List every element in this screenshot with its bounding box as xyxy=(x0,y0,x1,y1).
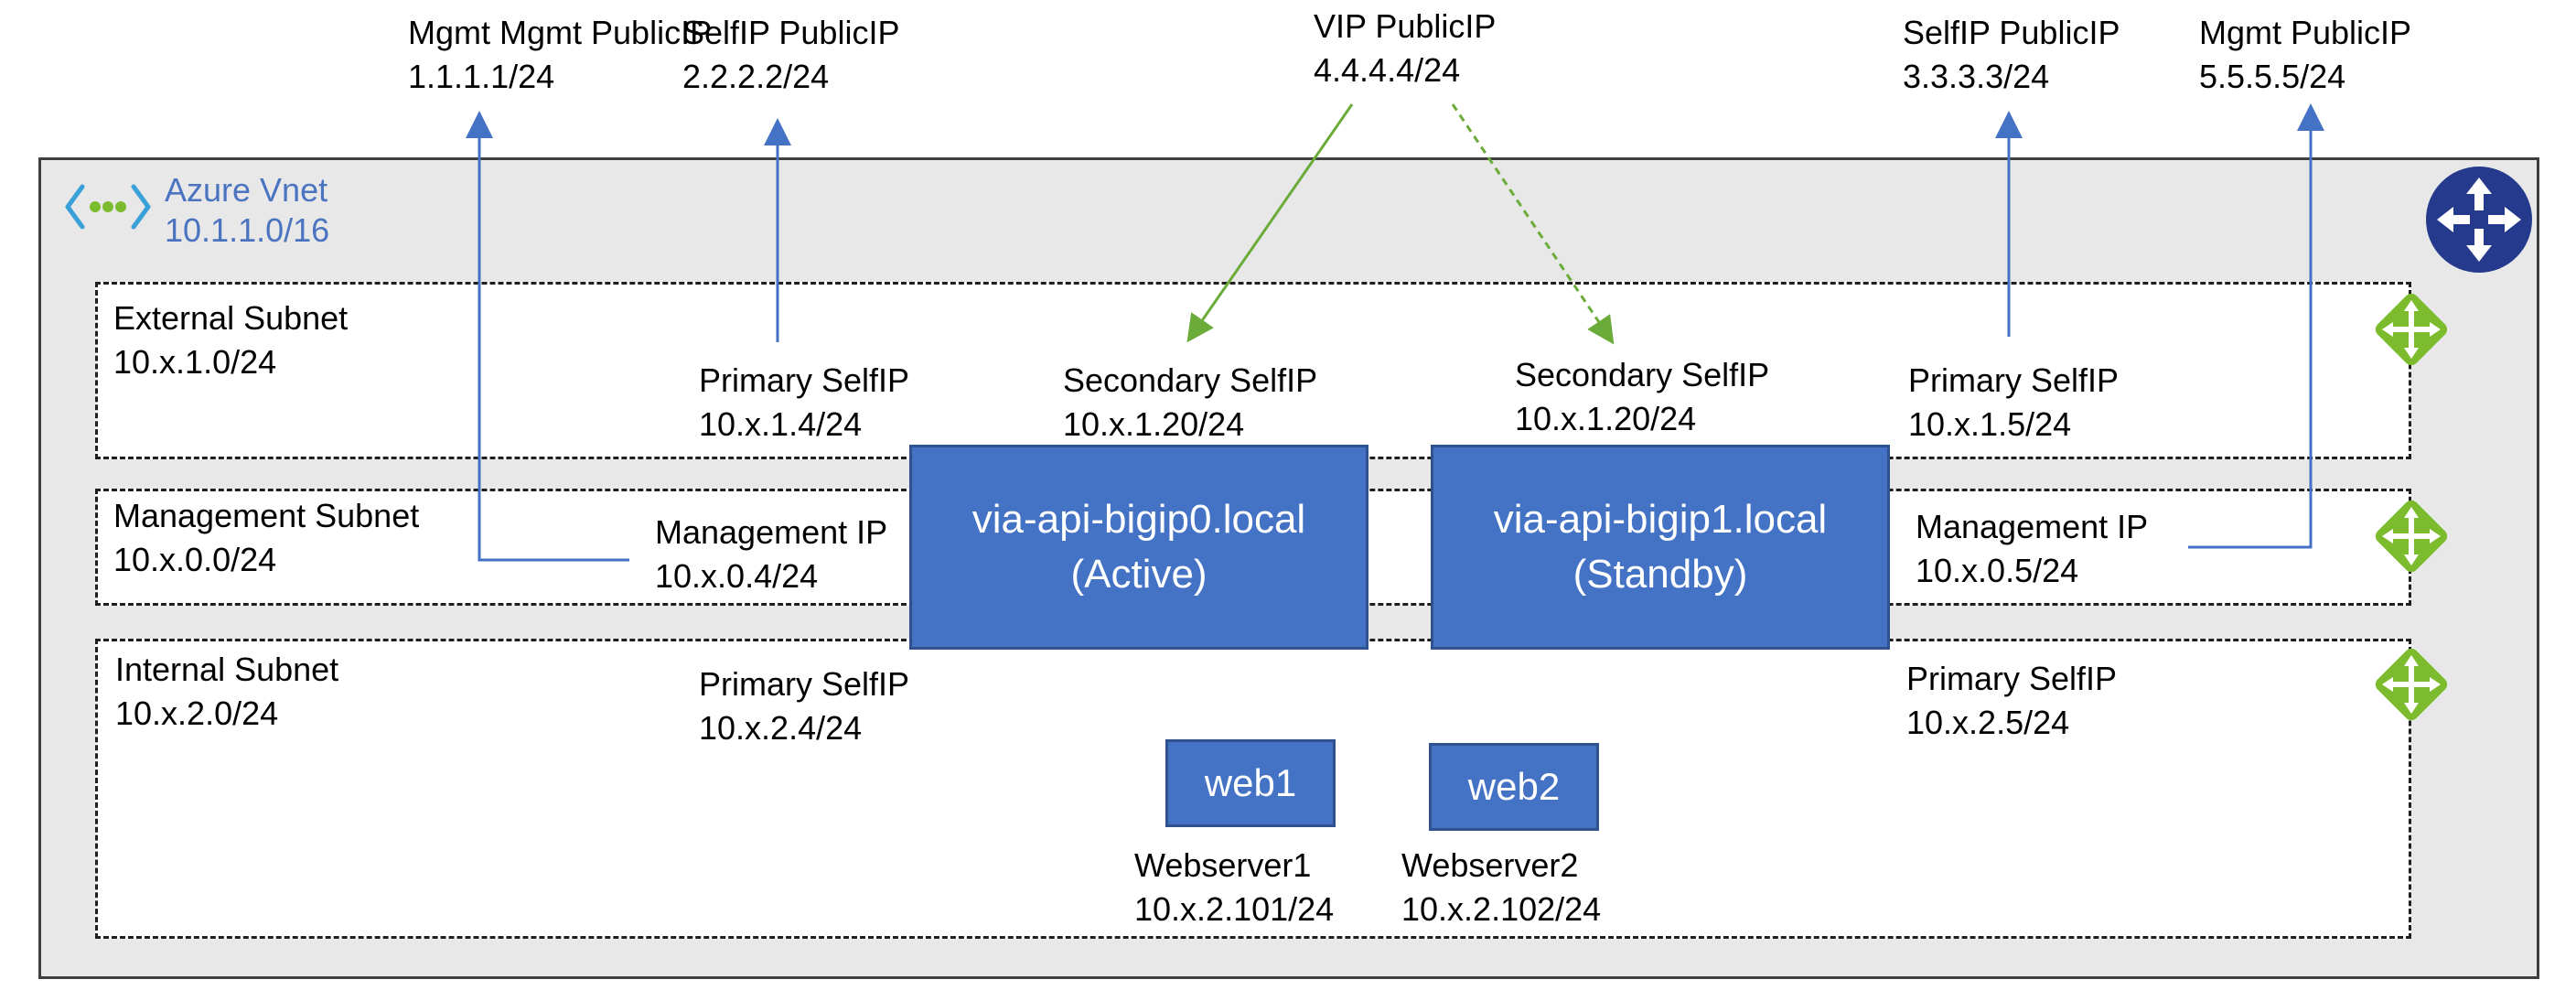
bigip1-ext-primary-ip: 10.x.1.5/24 xyxy=(1908,405,2072,443)
bigip0-state: (Active) xyxy=(1070,552,1208,597)
bigip0-int-primary-ip: 10.x.2.4/24 xyxy=(699,709,863,747)
webserver1-name: Webserver1 xyxy=(1134,846,1312,884)
bigip1-int-primary-label: Primary SelfIP xyxy=(1906,660,2118,697)
bigip0-name: via-api-bigip0.local xyxy=(971,497,1306,542)
bigip1-ext-primary-label: Primary SelfIP xyxy=(1908,361,2120,399)
bigip0-ext-primary-label: Primary SelfIP xyxy=(699,361,910,399)
bigip1-ext-secondary-ip: 10.x.1.20/24 xyxy=(1515,400,1697,437)
self0-public-ip: 2.2.2.2/24 xyxy=(682,58,830,95)
web1-label: web1 xyxy=(1204,761,1297,804)
external-subnet-cidr: 10.x.1.0/24 xyxy=(113,343,277,381)
azure-vnet-icon xyxy=(65,184,151,230)
webserver2-name: Webserver2 xyxy=(1401,846,1579,884)
bigip1-state: (Standby) xyxy=(1572,552,1748,597)
bigip0-mgmt-label: Management IP xyxy=(655,513,888,551)
webserver1-ip: 10.x.2.101/24 xyxy=(1134,890,1335,928)
bigip1-name: via-api-bigip1.local xyxy=(1493,497,1828,542)
bigip1-mgmt-label: Management IP xyxy=(1916,508,2149,545)
vip-public-ip: 4.4.4.4/24 xyxy=(1314,51,1461,89)
bigip0-int-primary-label: Primary SelfIP xyxy=(699,665,910,703)
web2-box: web2 xyxy=(1429,743,1599,831)
management-subnet-cidr: 10.x.0.0/24 xyxy=(113,541,277,578)
management-route-icon xyxy=(2375,500,2448,573)
mgmt1-public-ip-label: Mgmt PublicIP xyxy=(2199,14,2412,51)
mgmt0-public-ip: 1.1.1.1/24 xyxy=(408,58,555,95)
bigip0-ext-secondary-ip: 10.x.1.20/24 xyxy=(1063,405,1245,443)
vnet-name: Azure Vnet xyxy=(165,171,328,209)
bigip0-ext-secondary-label: Secondary SelfIP xyxy=(1063,361,1318,399)
internal-subnet-name: Internal Subnet xyxy=(115,651,339,688)
bigip0-ext-primary-ip: 10.x.1.4/24 xyxy=(699,405,863,443)
bigip1-box: via-api-bigip1.local (Standby) xyxy=(1431,445,1890,650)
external-route-icon xyxy=(2375,293,2448,366)
bigip0-mgmt-ip: 10.x.0.4/24 xyxy=(655,557,819,595)
vnet-cidr: 10.1.1.0/16 xyxy=(165,211,330,249)
self1-public-ip-label: SelfIP PublicIP xyxy=(1903,14,2120,51)
mgmt0-public-ip-label: Mgmt Mgmt PublicIP xyxy=(408,14,713,51)
router-icon xyxy=(2426,167,2532,273)
external-subnet-name: External Subnet xyxy=(113,299,349,337)
mgmt1-public-ip: 5.5.5.5/24 xyxy=(2199,58,2346,95)
management-subnet-name: Management Subnet xyxy=(113,497,420,534)
bigip1-ext-secondary-label: Secondary SelfIP xyxy=(1515,356,1770,393)
vip-public-ip-label: VIP PublicIP xyxy=(1314,7,1497,45)
self0-public-ip-label: SelfIP PublicIP xyxy=(682,14,900,51)
bigip1-int-primary-ip: 10.x.2.5/24 xyxy=(1906,704,2070,741)
internal-subnet-cidr: 10.x.2.0/24 xyxy=(115,694,279,732)
bigip0-box: via-api-bigip0.local (Active) xyxy=(909,445,1368,650)
internal-route-icon xyxy=(2375,648,2448,721)
webserver2-ip: 10.x.2.102/24 xyxy=(1401,890,1602,928)
web2-label: web2 xyxy=(1467,765,1561,808)
web1-box: web1 xyxy=(1165,739,1336,827)
self1-public-ip: 3.3.3.3/24 xyxy=(1903,58,2050,95)
bigip1-mgmt-ip: 10.x.0.5/24 xyxy=(1916,552,2079,589)
